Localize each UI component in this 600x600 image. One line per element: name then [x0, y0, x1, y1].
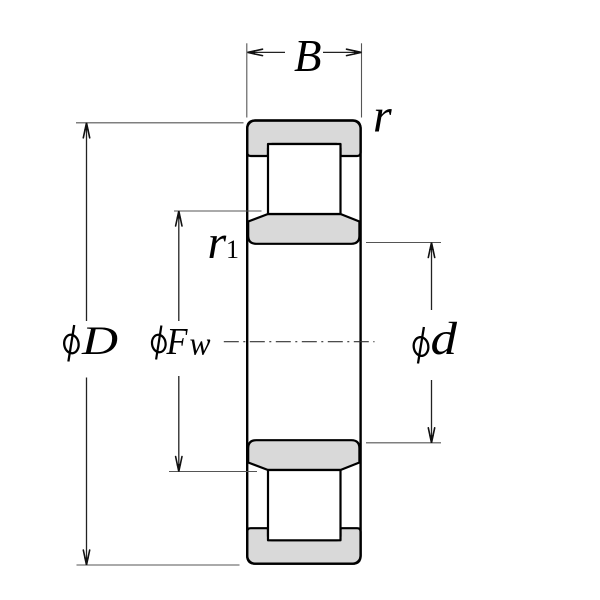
- svg-text:B: B: [294, 31, 322, 81]
- svg-text:r: r: [373, 90, 392, 143]
- svg-text:r: r: [208, 216, 227, 269]
- svg-text:d: d: [431, 313, 458, 365]
- svg-text:D: D: [81, 318, 118, 363]
- svg-text:w: w: [190, 327, 211, 363]
- svg-text:1: 1: [226, 235, 239, 264]
- svg-text:F: F: [166, 321, 189, 363]
